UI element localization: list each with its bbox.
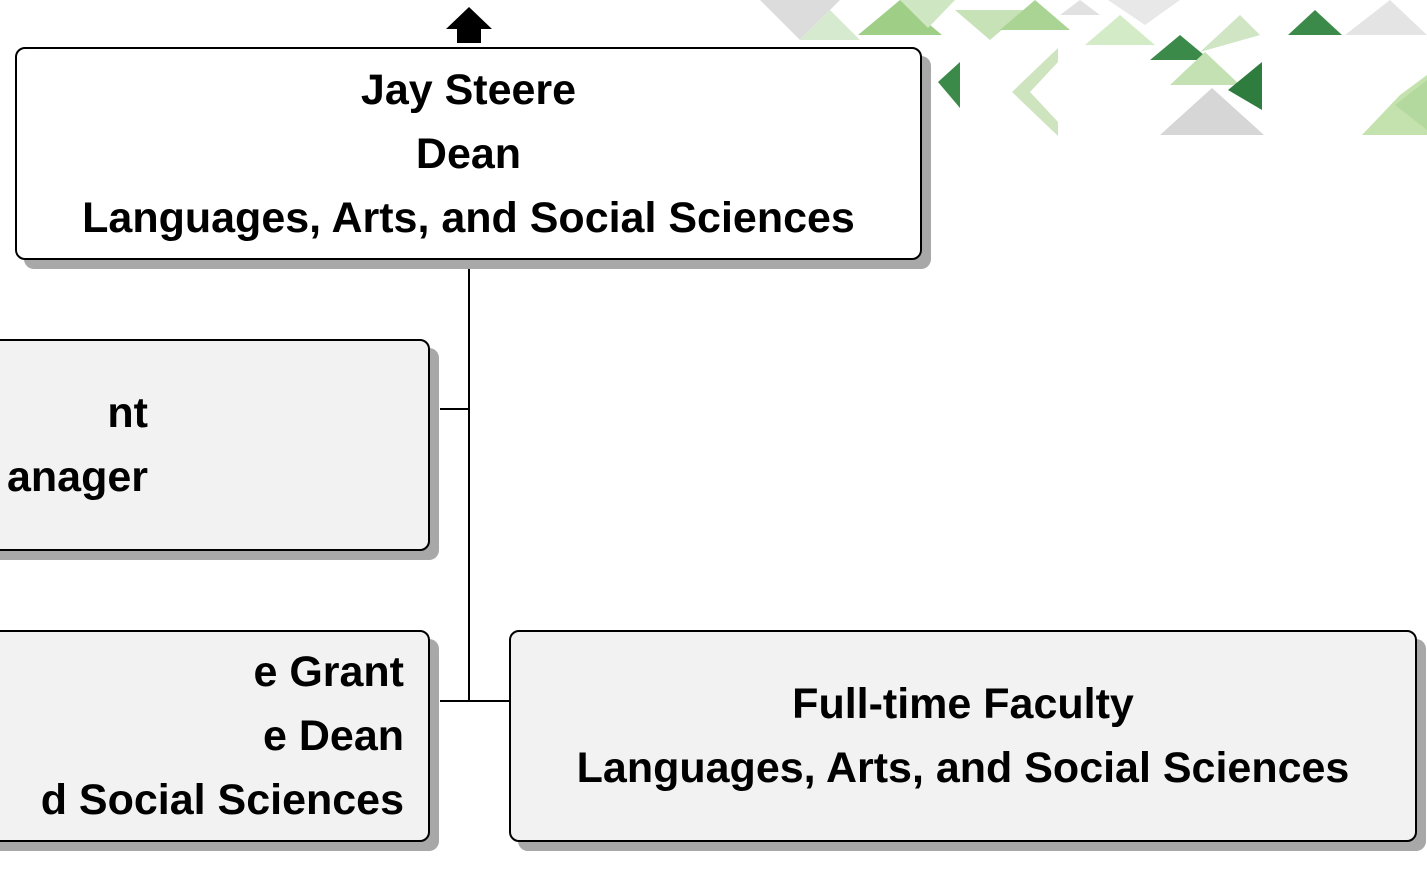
dean-name: Jay Steere [360, 65, 577, 114]
dean-title: Dean [415, 129, 522, 178]
up-arrow-icon [446, 7, 492, 43]
assistant-line-1: nt [107, 389, 148, 437]
associate-line-2: e Dean [262, 712, 404, 760]
associate-line-3: d Social Sciences [40, 776, 404, 824]
assistant-line-2: anager [6, 453, 148, 501]
associate-line-1: e Grant [253, 648, 404, 696]
dean-department: Languages, Arts, and Social Sciences [82, 193, 855, 242]
assistant-box: nt anager [0, 339, 430, 551]
dean-box: Jay Steere Dean Languages, Arts, and Soc… [15, 47, 922, 260]
faculty-title: Full-time Faculty [792, 680, 1134, 728]
faculty-department: Languages, Arts, and Social Sciences [576, 744, 1350, 792]
faculty-box: Full-time Faculty Languages, Arts, and S… [509, 630, 1417, 842]
associate-dean-box: e Grant e Dean d Social Sciences [0, 630, 430, 842]
